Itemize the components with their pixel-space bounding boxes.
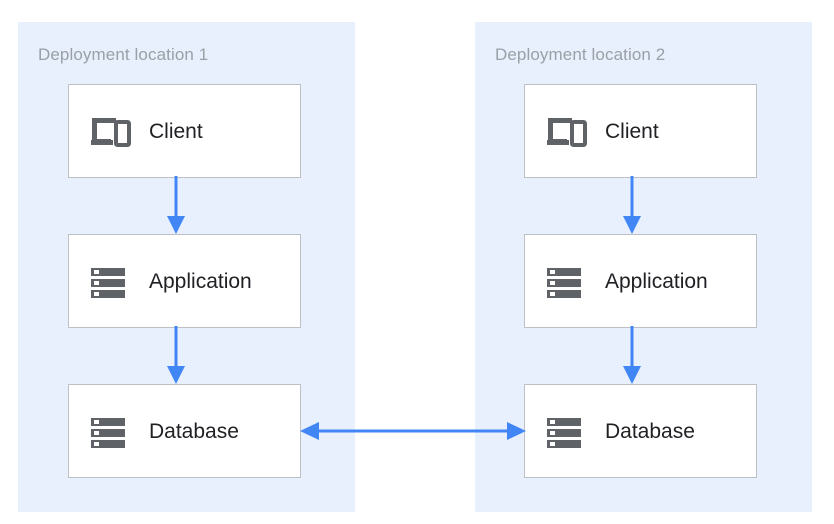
server-stack-icon — [91, 418, 125, 448]
node-client-2-label: Client — [605, 119, 659, 143]
node-application-1[interactable]: Application — [68, 234, 301, 328]
node-client-1[interactable]: Client — [68, 84, 301, 178]
devices-icon — [547, 118, 587, 147]
devices-icon — [91, 118, 131, 147]
node-application-2[interactable]: Application — [524, 234, 757, 328]
node-application-2-label: Application — [605, 269, 708, 293]
node-database-1[interactable]: Database — [68, 384, 301, 478]
arrow-client-2-to-application-2 — [623, 176, 641, 234]
arrow-database-1-to-database-2 — [300, 422, 526, 440]
node-application-1-label: Application — [149, 269, 252, 293]
arrow-client-1-to-application-1 — [167, 176, 185, 234]
deployment-zone-1-title: Deployment location 1 — [38, 45, 209, 64]
node-client-2[interactable]: Client — [524, 84, 757, 178]
node-database-1-label: Database — [149, 419, 239, 443]
node-database-2-label: Database — [605, 419, 695, 443]
server-stack-icon — [547, 418, 581, 448]
node-database-2[interactable]: Database — [524, 384, 757, 478]
server-stack-icon — [547, 268, 581, 298]
arrow-application-1-to-database-1 — [167, 326, 185, 384]
node-client-1-label: Client — [149, 119, 203, 143]
deployment-zone-2-title: Deployment location 2 — [495, 45, 666, 64]
arrow-application-2-to-database-2 — [623, 326, 641, 384]
server-stack-icon — [91, 268, 125, 298]
